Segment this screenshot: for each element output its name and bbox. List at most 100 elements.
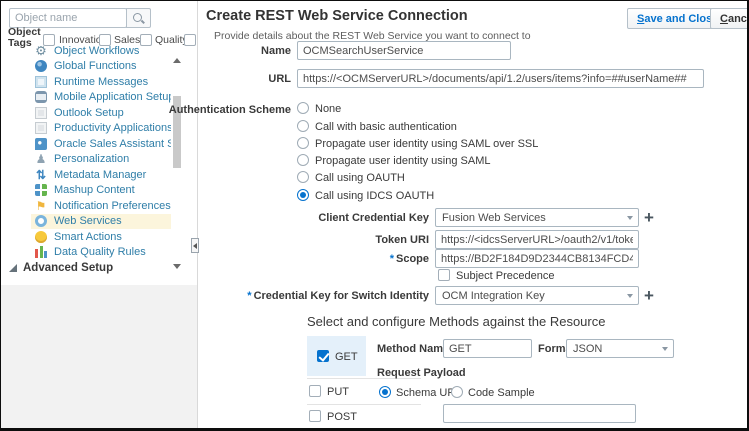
sidebar-item-smart-actions[interactable]: Smart Actions: [31, 229, 171, 245]
add-client-credential-key-icon[interactable]: [644, 209, 654, 226]
page-subtitle: Provide details about the REST Web Servi…: [214, 30, 531, 42]
message-icon: [35, 75, 47, 88]
productivity-icon: [35, 122, 47, 135]
tag-label-quality: Quality: [155, 34, 188, 46]
sidebar-item-oracle-sales-assistant-setup[interactable]: Oracle Sales Assistant Setup: [31, 136, 171, 152]
bar-chart-icon: [35, 246, 47, 259]
required-asterisk: *: [389, 253, 394, 265]
object-search-input[interactable]: [9, 8, 127, 28]
scroll-up-icon[interactable]: [173, 58, 181, 63]
token-uri-label: Token URI: [375, 234, 429, 246]
grid-icon: [35, 184, 47, 197]
code-sample-label: Code Sample: [468, 387, 535, 399]
post-method-checkbox[interactable]: [309, 410, 321, 422]
auth-radio-oauth[interactable]: [297, 171, 309, 183]
mobile-phone-icon: [35, 91, 47, 104]
save-and-close-button[interactable]: Save and Close: [627, 8, 729, 29]
method-separator: [307, 378, 421, 379]
post-method-label: POST: [327, 411, 357, 423]
cancel-button[interactable]: Cancel: [710, 8, 747, 29]
tag-checkbox-innovation[interactable]: [43, 34, 55, 46]
page-title: Create REST Web Service Connection: [206, 8, 468, 24]
sidebar-item-notification-preferences[interactable]: Notification Preferences: [31, 198, 171, 214]
name-input[interactable]: [297, 41, 511, 60]
auth-radio-saml-ssl[interactable]: [297, 137, 309, 149]
subject-precedence-label: Subject Precedence: [456, 270, 555, 282]
sidebar-item-productivity-applications-setup[interactable]: Productivity Applications Setup: [31, 121, 171, 137]
sort-arrows-icon: [35, 169, 47, 181]
scroll-down-icon[interactable]: [173, 264, 181, 269]
sidebar-item-outlook-setup[interactable]: Outlook Setup: [31, 105, 171, 121]
globe-icon: [35, 60, 47, 73]
sidebar-item-metadata-manager[interactable]: Metadata Manager: [31, 167, 171, 183]
sidebar-item-global-functions[interactable]: Global Functions: [31, 59, 171, 75]
client-credential-key-select[interactable]: Fusion Web Services: [435, 208, 639, 227]
outlook-icon: [35, 106, 47, 119]
panel-divider: [197, 1, 198, 428]
chevron-down-icon: [662, 347, 668, 351]
workflow-icon: [35, 46, 47, 57]
auth-radio-saml[interactable]: [297, 154, 309, 166]
scope-input[interactable]: [435, 249, 639, 268]
lightbulb-icon: [35, 230, 47, 243]
sidebar-item-object-workflows[interactable]: Object Workflows: [31, 46, 171, 59]
sales-assistant-icon: [35, 137, 47, 150]
auth-radio-none[interactable]: [297, 102, 309, 114]
methods-section-title: Select and configure Methods against the…: [307, 314, 606, 329]
token-uri-input[interactable]: [435, 230, 639, 249]
web-globe-icon: [35, 215, 47, 228]
sidebar-item-advanced-setup[interactable]: Advanced Setup: [23, 262, 114, 274]
sidebar-scrollbar-thumb[interactable]: [173, 96, 181, 168]
method-separator: [307, 404, 421, 405]
sidebar-footer: [1, 285, 197, 428]
chevron-down-icon: [627, 216, 633, 220]
sidebar-nav-list: Object Workflows Global Functions Runtim…: [31, 46, 171, 263]
tag-checkbox-quality[interactable]: [140, 34, 152, 46]
auth-option-label: Call using IDCS OAUTH: [315, 190, 435, 202]
panel-collapse-handle[interactable]: [191, 238, 199, 253]
code-sample-radio[interactable]: [451, 386, 463, 398]
subject-precedence-checkbox[interactable]: [438, 269, 450, 281]
get-method-label: GET: [335, 351, 358, 363]
method-name-input[interactable]: [443, 339, 532, 358]
request-payload-label: Request Payload: [377, 367, 466, 379]
credential-key-switch-identity-select[interactable]: OCM Integration Key: [435, 286, 639, 305]
tag-label-sales: Sales: [114, 34, 141, 46]
put-method-label: PUT: [327, 386, 349, 398]
client-credential-key-label: Client Credential Key: [318, 212, 429, 224]
expand-triangle-icon[interactable]: [9, 264, 17, 272]
sidebar-item-mashup-content[interactable]: Mashup Content: [31, 183, 171, 199]
sidebar-item-data-quality-rules[interactable]: Data Quality Rules: [31, 245, 171, 261]
auth-option-label: None: [315, 103, 342, 115]
auth-option-label: Call with basic authentication: [315, 121, 457, 133]
sidebar: Object Tags Innovation Sales Quality Obj…: [1, 1, 198, 428]
sidebar-item-web-services[interactable]: Web Services: [31, 213, 171, 229]
auth-radio-idcs-oauth[interactable]: [297, 189, 309, 201]
search-icon: [133, 13, 142, 22]
search-button[interactable]: [126, 8, 151, 28]
get-method-checkbox[interactable]: [317, 350, 329, 362]
notification-flag-icon: [35, 200, 47, 212]
format-label: Format: [538, 343, 576, 355]
schema-url-input[interactable]: [443, 404, 636, 423]
url-input[interactable]: [297, 69, 704, 88]
put-method-checkbox[interactable]: [309, 385, 321, 397]
credential-key-switch-identity-label: *Credential Key for Switch Identity: [247, 290, 429, 302]
auth-radio-basic[interactable]: [297, 120, 309, 132]
name-label: Name: [261, 45, 291, 57]
add-switch-identity-key-icon[interactable]: [644, 287, 654, 304]
tag-label-innovation: Innovation: [59, 34, 108, 46]
required-asterisk: *: [247, 290, 252, 302]
scope-label: *Scope: [389, 253, 429, 265]
sidebar-item-mobile-application-setup[interactable]: Mobile Application Setup: [31, 90, 171, 106]
auth-option-label: Propagate user identity using SAML over …: [315, 138, 539, 150]
tag-checkbox-extra[interactable]: [184, 34, 196, 46]
sidebar-item-runtime-messages[interactable]: Runtime Messages: [31, 74, 171, 90]
schema-url-radio[interactable]: [379, 386, 391, 398]
tag-checkbox-sales[interactable]: [99, 34, 111, 46]
format-select[interactable]: JSON: [566, 339, 674, 358]
method-name-label: Method Name: [377, 343, 450, 355]
authentication-scheme-label: Authentication Scheme: [168, 104, 291, 116]
sidebar-item-personalization[interactable]: Personalization: [31, 152, 171, 168]
